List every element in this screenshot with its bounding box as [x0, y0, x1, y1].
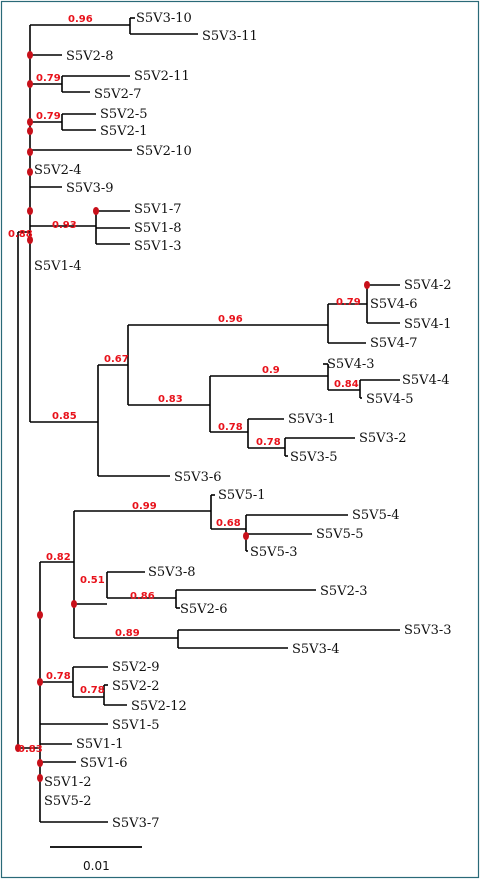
- support-value: 0.82: [46, 552, 71, 563]
- leaf-label: S5V1-1: [76, 737, 124, 752]
- leaf-label: S5V5-5: [316, 527, 364, 542]
- support-value: 0.88: [8, 229, 33, 240]
- scale-bar-label: 0.01: [83, 859, 110, 873]
- leaf-label: S5V2-9: [112, 660, 160, 675]
- support-value: 0.84: [334, 379, 359, 390]
- leaf-label: S5V1-6: [80, 756, 128, 771]
- leaf-label: S5V1-4: [34, 259, 82, 274]
- leaf-label: S5V2-8: [66, 49, 114, 64]
- leaf-label: S5V1-3: [134, 239, 182, 254]
- support-value: 0.51: [80, 575, 105, 586]
- support-value: 0.89: [115, 628, 140, 639]
- tree-branches: [17, 17, 400, 848]
- leaf-label: S5V2-5: [100, 107, 148, 122]
- support-value: 0.9: [262, 365, 280, 376]
- leaf-label: S5V4-3: [327, 357, 375, 372]
- leaf-label: S5V2-3: [320, 584, 368, 599]
- leaf-label: S5V2-6: [180, 602, 228, 617]
- leaf-label: S5V4-7: [370, 336, 418, 351]
- leaf-label: S5V3-8: [148, 565, 196, 580]
- leaf-label: S5V3-1: [288, 412, 336, 427]
- leaf-label: S5V2-10: [136, 144, 192, 159]
- leaf-label: S5V2-4: [34, 163, 82, 178]
- support-value: 0.67: [104, 354, 129, 365]
- leaf-label: S5V2-11: [134, 69, 190, 84]
- leaf-label: S5V3-2: [359, 431, 407, 446]
- support-value: 0.96: [218, 314, 243, 325]
- support-value: 0.86: [130, 591, 155, 602]
- support-value: 0.85: [52, 411, 77, 422]
- support-value: 0.78: [256, 437, 281, 448]
- support-value: 0.83: [18, 744, 43, 755]
- leaf-label: S5V3-3: [404, 623, 452, 638]
- leaf-label: S5V2-7: [94, 87, 142, 102]
- leaf-label: S5V4-5: [366, 392, 414, 407]
- support-value: 0.96: [68, 14, 93, 25]
- leaf-label: S5V5-4: [352, 508, 400, 523]
- leaf-label: S5V4-2: [404, 278, 452, 293]
- leaf-label: S5V2-1: [100, 124, 148, 139]
- leaf-label: S5V3-7: [112, 816, 160, 831]
- support-values: 0.96 0.79 0.79 0.93 0.88 0.96 0.79 0.67 …: [8, 14, 361, 755]
- leaf-label: S5V4-4: [402, 373, 450, 388]
- support-value: 0.79: [36, 111, 61, 122]
- support-value: 0.78: [80, 685, 105, 696]
- support-value: 0.83: [158, 394, 183, 405]
- leaf-label: S5V5-3: [250, 545, 298, 560]
- leaf-label: S5V3-10: [136, 11, 192, 26]
- leaf-labels: S5V3-10 S5V3-11 S5V2-8 S5V2-11 S5V2-7 S5…: [34, 11, 452, 831]
- leaf-label: S5V3-4: [292, 642, 340, 657]
- leaf-label: S5V5-2: [44, 794, 92, 809]
- leaf-label: S5V3-9: [66, 181, 114, 196]
- leaf-label: S5V4-1: [404, 317, 452, 332]
- support-value: 0.93: [52, 220, 77, 231]
- leaf-label: S5V3-11: [202, 29, 258, 44]
- leaf-label: S5V1-7: [134, 202, 182, 217]
- leaf-label: S5V1-5: [112, 718, 160, 733]
- support-value: 0.78: [46, 671, 71, 682]
- leaf-label: S5V2-2: [112, 679, 160, 694]
- support-value: 0.78: [218, 422, 243, 433]
- leaf-label: S5V3-5: [290, 450, 338, 465]
- support-value: 0.79: [336, 297, 361, 308]
- support-value: 0.79: [36, 73, 61, 84]
- leaf-label: S5V1-8: [134, 221, 182, 236]
- node-markers: [15, 51, 370, 782]
- leaf-label: S5V5-1: [218, 488, 266, 503]
- support-value: 0.99: [132, 501, 157, 512]
- leaf-label: S5V3-6: [174, 470, 222, 485]
- leaf-label: S5V2-12: [131, 699, 187, 714]
- leaf-label: S5V1-2: [44, 775, 92, 790]
- leaf-label: S5V4-6: [370, 297, 418, 312]
- support-value: 0.68: [216, 518, 241, 529]
